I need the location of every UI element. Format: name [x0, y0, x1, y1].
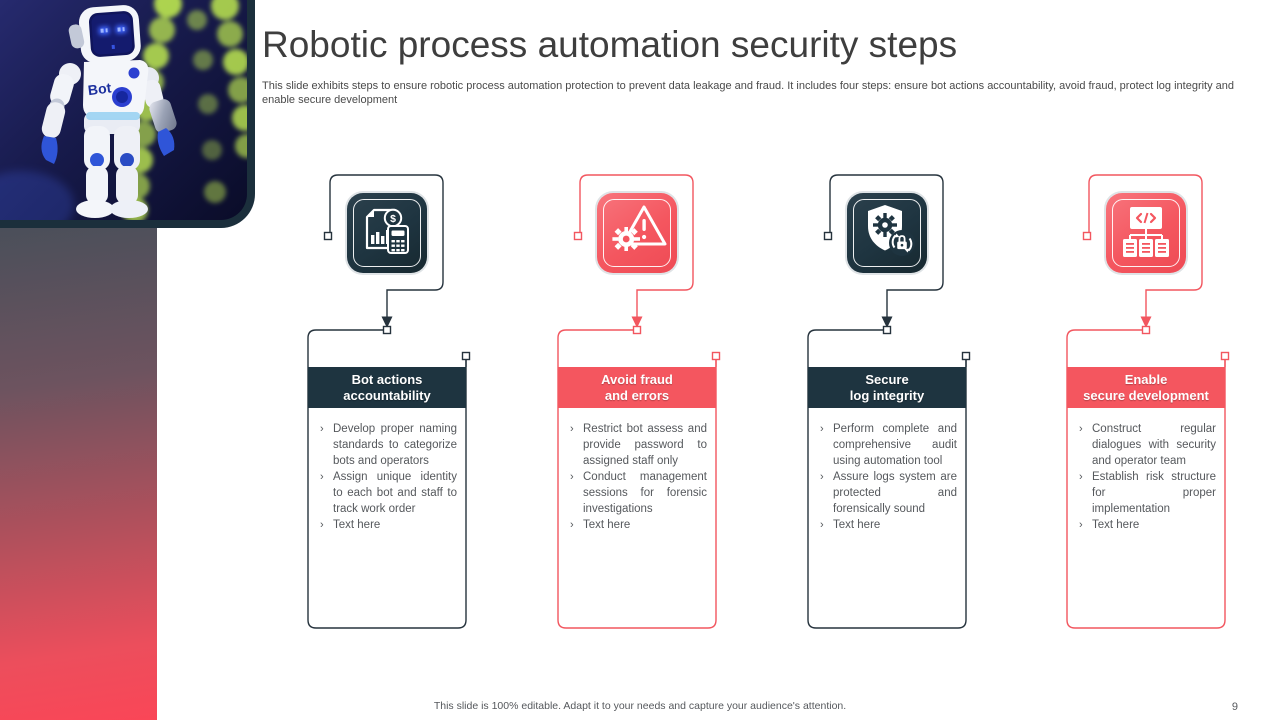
page-subtitle: This slide exhibits steps to ensure robo…: [262, 80, 1235, 106]
step-heading-line1: Bot actions: [351, 371, 423, 387]
svg-text:$: $: [390, 213, 396, 225]
shield-gear-lock-icon: [868, 205, 915, 256]
bullet-marker: ›: [1079, 519, 1083, 531]
sidebar-gradient-strip: [0, 226, 157, 720]
bullet-marker: ›: [820, 471, 824, 483]
step-icon-tile: [597, 193, 677, 273]
bullet-item: ›Text here: [570, 519, 631, 531]
bullet-item: ›Assign unique identity to each bot and …: [320, 471, 457, 515]
bullet-item: ›Conduct management sessions for forensi…: [570, 471, 707, 515]
step-bullet-list: ›Perform complete and comprehensive audi…: [808, 409, 966, 533]
step-heading-line2: accountability: [343, 387, 431, 403]
blue-glow: [0, 171, 74, 220]
page-title: Robotic process automation security step…: [262, 24, 958, 65]
connector-frame: [307, 174, 471, 629]
footer-note: This slide is 100% editable. Adapt it to…: [433, 700, 847, 712]
bullet-item: ›Restrict bot assess and provide passwor…: [570, 423, 707, 467]
step-column-3: Secure log integrity ›Perform complete a…: [802, 170, 972, 640]
bullet-marker: ›: [570, 471, 574, 483]
page-number: 9: [1231, 701, 1238, 713]
step-heading-line1: Enable: [1124, 371, 1168, 387]
bullet-marker: ›: [570, 423, 574, 435]
step-bullet-list: ›Restrict bot assess and provide passwor…: [558, 409, 716, 533]
bullet-marker: ›: [570, 519, 574, 531]
bullet-marker: ›: [320, 519, 324, 531]
bullet-item: ›Text here: [1079, 519, 1140, 531]
bullet-item: ›Establish risk structure for proper imp…: [1079, 471, 1216, 515]
step-column-2: Avoid fraud and errors ›Restrict bot ass…: [552, 170, 722, 640]
warning-gear-icon: [612, 205, 667, 251]
step-bullet-list: ›Develop proper naming standards to cate…: [308, 409, 466, 533]
step-heading: Avoid fraud and errors: [558, 367, 716, 408]
bullet-item: ›Assure logs system are protected and fo…: [820, 471, 957, 515]
step-heading-line2: log integrity: [849, 387, 925, 403]
step-heading-line1: Avoid fraud: [601, 371, 673, 387]
robot-chest-label: Bot: [87, 79, 112, 98]
step-column-4: Enable secure development ›Construct reg…: [1061, 170, 1231, 640]
bullet-item: ›Perform complete and comprehensive audi…: [820, 423, 957, 467]
connector-frame: [807, 174, 971, 629]
bullet-marker: ›: [320, 423, 324, 435]
bullet-item: ›Text here: [320, 519, 381, 531]
step-heading-line2: and errors: [604, 387, 670, 403]
step-bullet-list: ›Construct regular dialogues with securi…: [1067, 409, 1225, 533]
robot-body: Bot: [41, 5, 177, 218]
bullet-marker: ›: [820, 519, 824, 531]
connector-frame: [1066, 174, 1230, 629]
step-heading: Bot actions accountability: [308, 367, 466, 408]
robot-photo-frame: Bot: [0, 0, 255, 228]
connector-frame: [557, 174, 721, 629]
step-heading-line2: secure development: [1083, 387, 1209, 403]
bullet-item: ›Construct regular dialogues with securi…: [1079, 423, 1216, 467]
step-heading-line1: Secure: [865, 371, 909, 387]
finance-report-calculator-icon: $: [365, 208, 409, 254]
step-icon-tile: [1106, 193, 1186, 273]
bullet-item: ›Text here: [820, 519, 881, 531]
robot-illustration: Bot: [0, 0, 247, 220]
step-column-1: $ Bot actions accountability ›Develop pr…: [302, 170, 472, 640]
bullet-marker: ›: [1079, 423, 1083, 435]
step-heading: Enable secure development: [1067, 367, 1225, 408]
robot-photo: Bot: [0, 0, 247, 220]
step-icon-tile: $: [347, 193, 427, 273]
bullet-marker: ›: [820, 423, 824, 435]
step-heading: Secure log integrity: [808, 367, 966, 408]
bullet-item: ›Develop proper naming standards to cate…: [320, 423, 457, 467]
bullet-marker: ›: [320, 471, 324, 483]
gear: [612, 227, 640, 251]
bullet-marker: ›: [1079, 471, 1083, 483]
step-icon-tile: [847, 193, 927, 273]
secure-code-structure-icon: [1123, 207, 1169, 257]
